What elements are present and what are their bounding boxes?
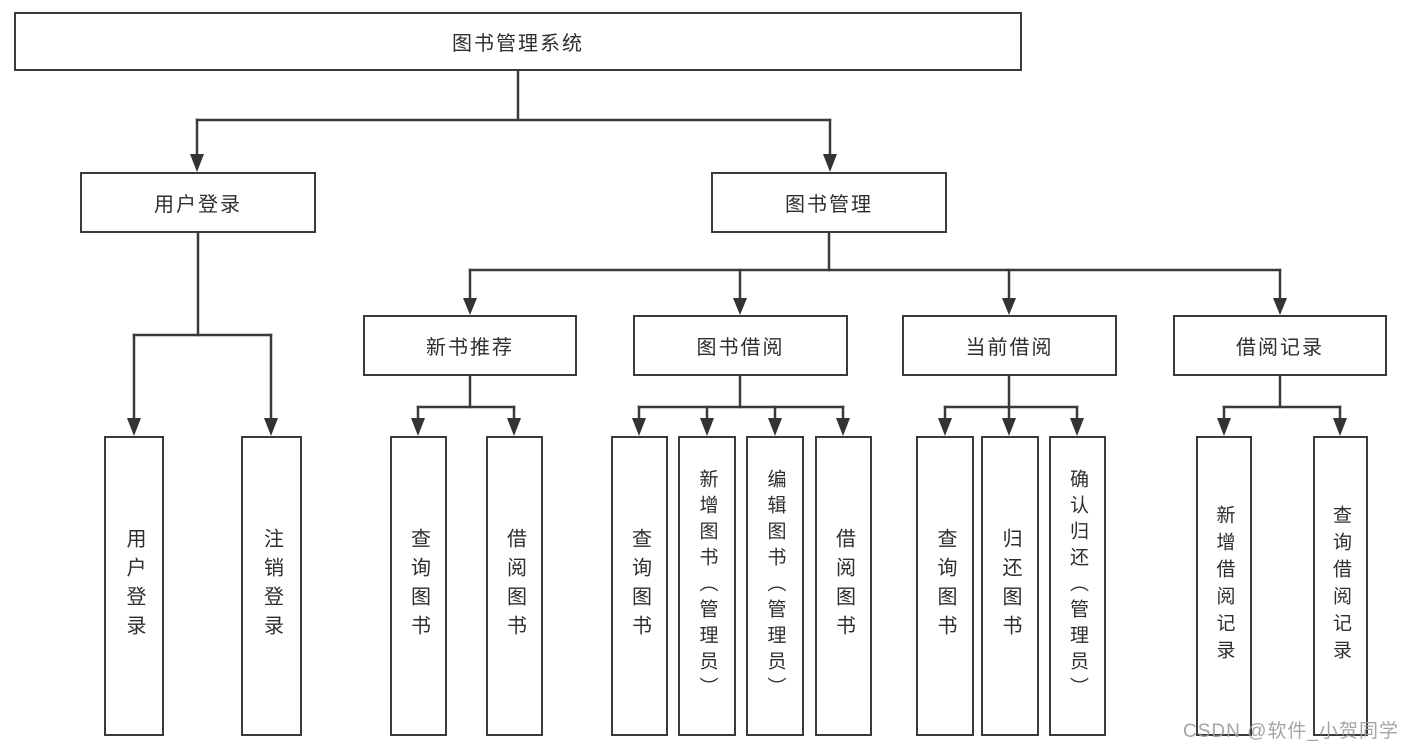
leaf-node-label: 编辑图书（管理员） <box>764 469 786 703</box>
arrowhead-icons <box>127 154 1347 436</box>
leaf-node-confirm-return-admin: 确认归还（管理员） <box>1049 436 1106 736</box>
csdn-watermark: CSDN @软件_小贺同学 <box>1183 721 1399 742</box>
leaf-node-label: 借阅图书 <box>832 528 855 644</box>
group-node-label: 新书推荐 <box>426 337 514 359</box>
leaf-node-query-books: 查询图书 <box>390 436 447 736</box>
leaf-node-label: 归还图书 <box>999 528 1021 644</box>
leaf-node-user-login: 用户登录 <box>104 436 164 736</box>
leaf-node-query-borrow-record: 查询借阅记录 <box>1313 436 1368 736</box>
leaf-node-label: 新增图书（管理员） <box>696 469 718 703</box>
leaf-node-logout: 注销登录 <box>241 436 302 736</box>
leaf-node-query-books: 查询图书 <box>916 436 974 736</box>
group-node-new-book-recommend: 新书推荐 <box>363 315 577 376</box>
group-node-book-borrow: 图书借阅 <box>633 315 848 376</box>
leaf-node-label: 查询图书 <box>934 528 956 644</box>
leaf-node-edit-books-admin: 编辑图书（管理员） <box>746 436 804 736</box>
leaf-node-label: 注销登录 <box>260 528 283 644</box>
leaf-node-query-books: 查询图书 <box>611 436 668 736</box>
leaf-node-label: 查询图书 <box>628 528 651 644</box>
group-node-label: 当前借阅 <box>965 337 1054 359</box>
group-node-current-borrow: 当前借阅 <box>902 315 1117 376</box>
leaf-node-label: 用户登录 <box>123 528 145 644</box>
leaf-node-add-books-admin: 新增图书（管理员） <box>678 436 736 736</box>
branch-node-book-management: 图书管理 <box>711 172 947 233</box>
leaf-node-label: 查询借阅记录 <box>1330 505 1351 667</box>
group-node-label: 图书借阅 <box>696 337 785 359</box>
leaf-node-label: 查询图书 <box>407 528 430 644</box>
leaf-node-label: 确认归还（管理员） <box>1067 469 1088 703</box>
root-node-library-system: 图书管理系统 <box>14 12 1022 71</box>
leaf-node-label: 新增借阅记录 <box>1213 505 1235 667</box>
leaf-node-return-books: 归还图书 <box>981 436 1039 736</box>
leaf-node-borrow-books: 借阅图书 <box>815 436 872 736</box>
group-node-label: 借阅记录 <box>1236 337 1324 359</box>
branch-node-label: 用户登录 <box>154 194 242 216</box>
branch-node-user-login: 用户登录 <box>80 172 316 233</box>
root-node-label: 图书管理系统 <box>452 33 584 55</box>
branch-node-label: 图书管理 <box>785 194 873 216</box>
leaf-node-add-borrow-record: 新增借阅记录 <box>1196 436 1252 736</box>
leaf-node-label: 借阅图书 <box>503 528 526 644</box>
leaf-node-borrow-books: 借阅图书 <box>486 436 543 736</box>
group-node-borrow-records: 借阅记录 <box>1173 315 1387 376</box>
